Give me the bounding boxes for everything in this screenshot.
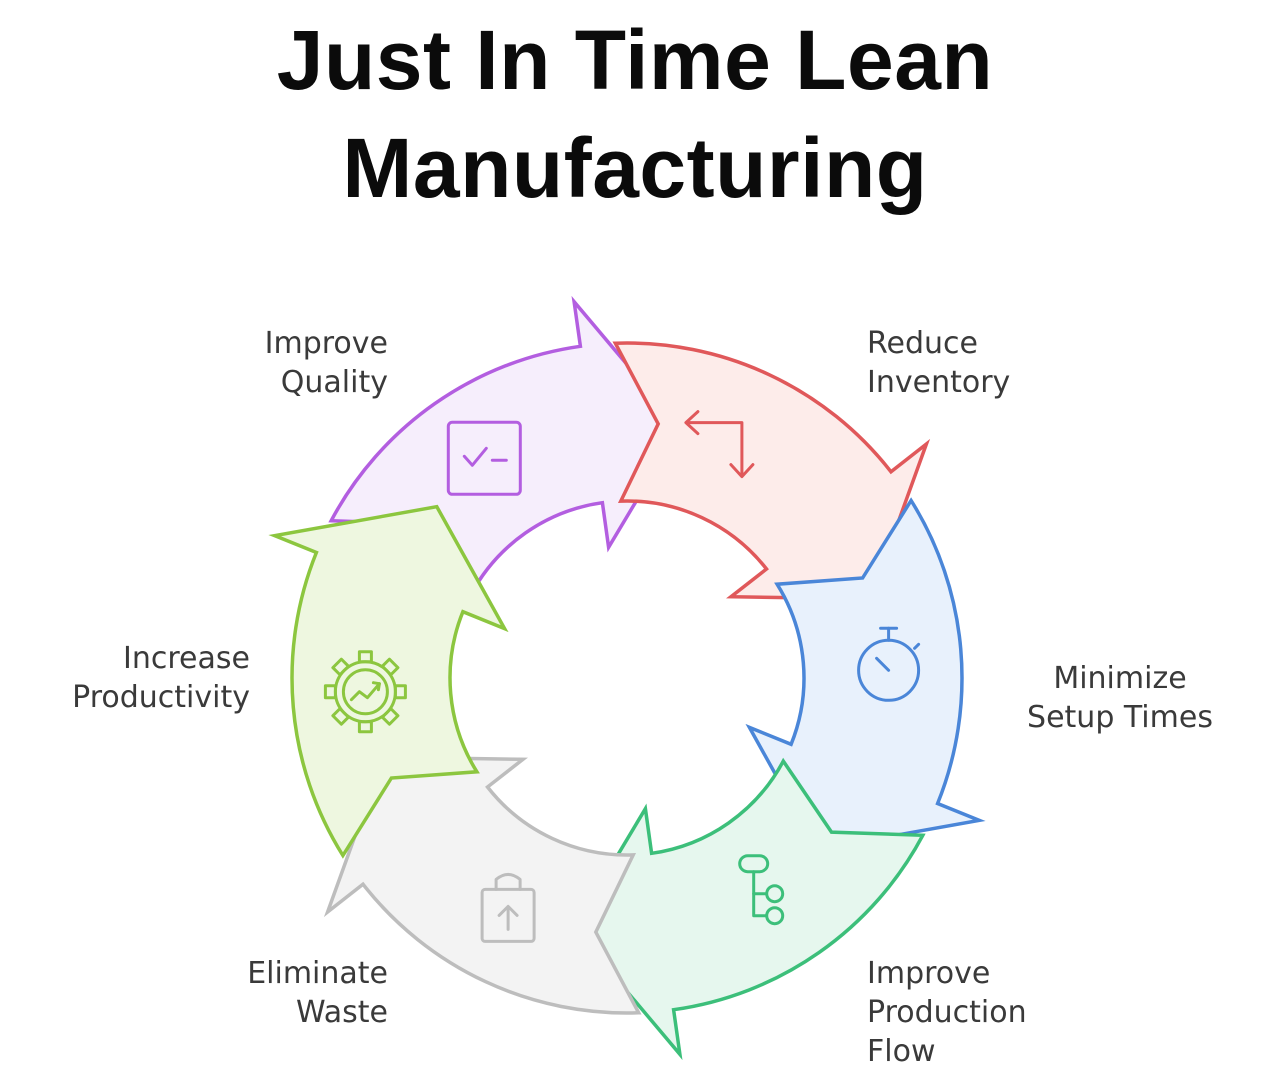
title-line-1: Just In Time Lean <box>276 13 994 107</box>
cycle-segment-5 <box>323 755 642 1015</box>
step-label-minimize-setup-times: Minimize Setup Times <box>1027 661 1213 735</box>
checklist-icon <box>446 420 522 496</box>
flow-tree-icon <box>738 854 785 926</box>
cycle-segment-3 <box>745 497 986 852</box>
stopwatch-icon <box>857 626 921 702</box>
cycle-segment-2 <box>612 341 931 601</box>
step-label-increase-productivity: Increase Productivity <box>72 641 250 715</box>
step-label-improve-quality: Improve Quality <box>264 326 388 400</box>
swap-arrows-icon <box>684 410 755 479</box>
step-label-improve-production-flow: Improve Production Flow <box>867 956 1027 1069</box>
page-title: Just In Time Lean Manufacturing <box>0 6 1270 222</box>
gear-chart-icon <box>323 650 407 734</box>
step-label-eliminate-waste: Eliminate Waste <box>247 956 388 1030</box>
cycle-segment-4 <box>571 757 926 1061</box>
cycle-segment-6 <box>268 504 509 859</box>
title-line-2: Manufacturing <box>342 121 928 215</box>
trash-bag-icon <box>480 872 536 943</box>
step-label-reduce-inventory: Reduce Inventory <box>867 326 1011 400</box>
